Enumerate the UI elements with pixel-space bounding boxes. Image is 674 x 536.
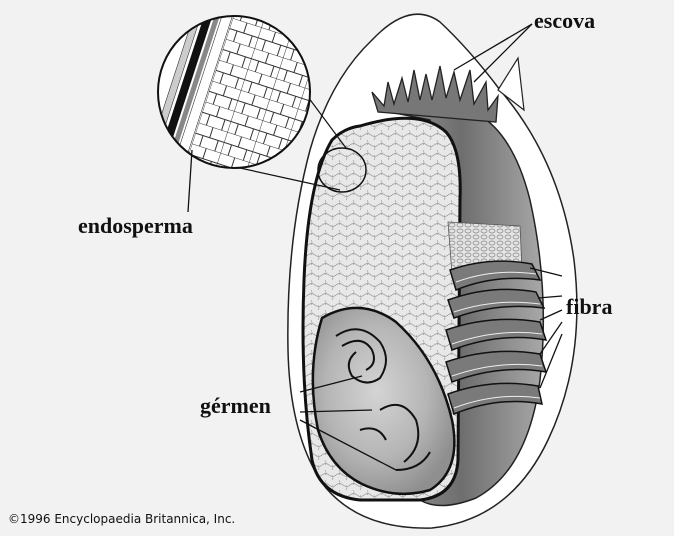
label-germen: gérmen <box>200 395 271 417</box>
label-escova: escova <box>534 10 595 32</box>
label-fibra: fibra <box>566 296 612 318</box>
leader-endosperma <box>188 150 192 212</box>
label-endosperma: endosperma <box>78 215 193 237</box>
copyright-credit: ©1996 Encyclopaedia Britannica, Inc. <box>8 512 235 526</box>
